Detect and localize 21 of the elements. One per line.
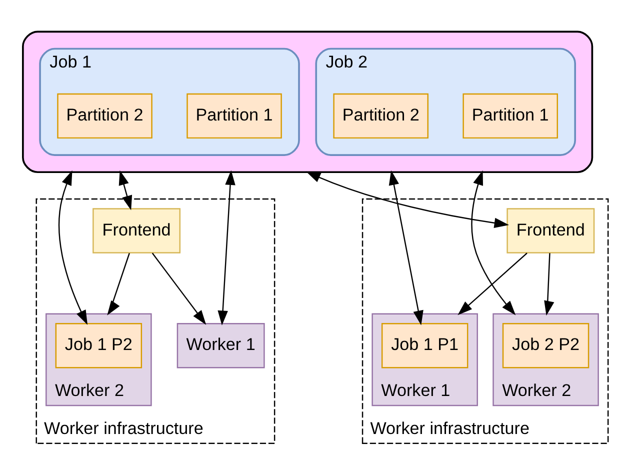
arrow — [388, 170, 424, 325]
node-box: Frontend — [92, 208, 181, 253]
node-box: Partition 1 — [462, 92, 558, 138]
node-box: Worker 1 — [176, 322, 265, 368]
node-box: Partition 2 — [333, 92, 428, 138]
cluster — [22, 30, 594, 173]
node-box: Job 2 P2 — [502, 322, 590, 368]
node-box: Job 1 P2 — [55, 322, 142, 368]
arrow — [458, 252, 528, 315]
node-box: Partition 2 — [57, 92, 152, 138]
node-box: Job 1 P1 — [381, 322, 468, 368]
arrow — [152, 252, 206, 324]
arrow — [544, 252, 554, 316]
arrow — [118, 170, 132, 210]
node-box: Frontend — [506, 208, 595, 253]
arrow — [107, 252, 130, 315]
node-box: Partition 1 — [186, 92, 282, 138]
arrow — [471, 170, 516, 315]
arrow — [58, 170, 88, 324]
arrow — [306, 170, 509, 228]
arrow — [218, 170, 236, 325]
